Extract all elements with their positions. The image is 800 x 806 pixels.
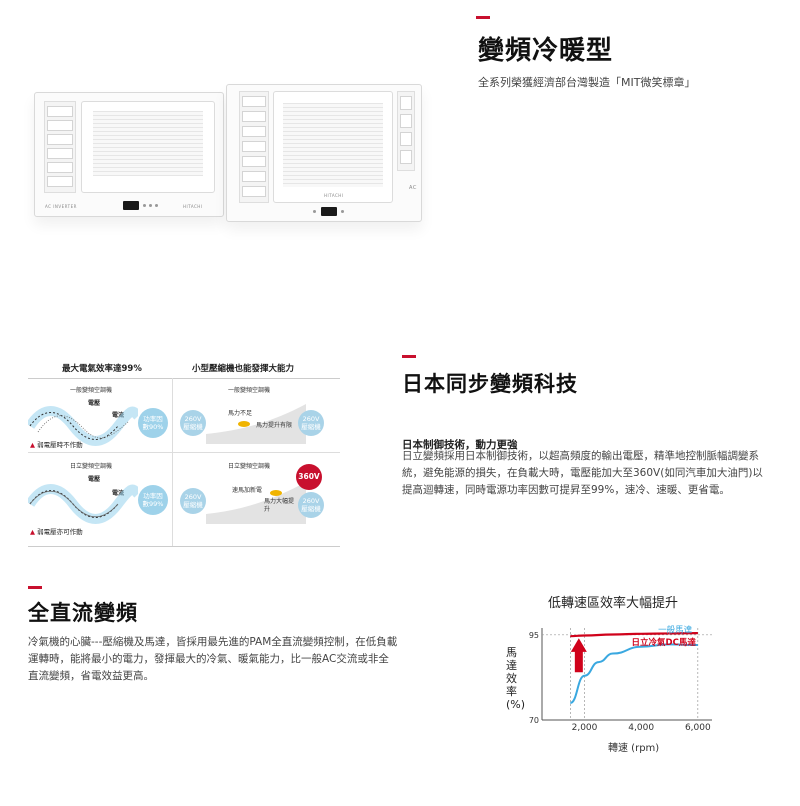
chart-y-tick-0: 70 — [529, 716, 539, 725]
warn-hitachi: ▲ 弱電壓亦可作動 — [30, 528, 83, 536]
efficiency-chart: 2,000 4,000 6,000 70 95 日立冷氣DC馬達 一般馬達 — [529, 624, 712, 733]
chart-y-tick-1: 95 — [529, 631, 539, 640]
ac-brand-center: HITACHI — [324, 193, 344, 198]
power-boost-label: 馬力大幅提升 — [264, 498, 295, 513]
chart-x-tick-1: 4,000 — [628, 723, 654, 733]
ac-side-vent — [44, 101, 76, 193]
compressor-260-general-right: 260V壓縮機 — [298, 410, 324, 436]
diagram-divider-bottom — [28, 546, 340, 547]
chart-x-tick-0: 2,000 — [572, 723, 598, 733]
ac-unit-left-image: AC INVERTER HITACHI — [34, 92, 224, 217]
compressor-260-label: 260V壓縮機 — [183, 415, 203, 431]
chart-series-label-0: 日立冷氣DC馬達 — [632, 637, 697, 648]
chart-ylabel-text: 馬達效率(%) — [506, 646, 526, 711]
general-label-right: 一般變頻空調機 — [228, 387, 271, 394]
wave-hitachi-graphic — [28, 484, 138, 524]
compressor-260b-label: 260V壓縮機 — [301, 415, 321, 431]
chart-improvement-arrow — [570, 638, 587, 673]
current-label: 電流 — [112, 412, 125, 419]
efficiency-hitachi-circle: 功率因數99% — [138, 485, 168, 515]
section2-paragraph: 日立變頻採用日本制御技術，以超高頻度的輸出電壓，精準地控制脈幅調變系統，避免能源… — [402, 450, 763, 496]
section2-title: 日本同步變頻科技 — [402, 372, 578, 396]
compressor-260-hitachi-left: 260V壓縮機 — [180, 488, 206, 514]
ac-brand-right: HITACHI — [183, 204, 203, 209]
voltage-label: 電壓 — [88, 400, 101, 407]
section1-subtitle: 全系列榮獲經濟部台灣製造「MIT微笑標章」 — [478, 76, 696, 89]
compressor-260-general-left: 260V壓縮機 — [180, 410, 206, 436]
ac-badge: AC — [409, 185, 417, 191]
compressor-260-hitachi-right: 260V壓縮機 — [298, 492, 324, 518]
efficiency-hitachi-label: 功率因數99% — [142, 492, 164, 508]
section2-para-title: 日本制御技術，動力更強 — [402, 439, 518, 451]
ac-side-vent — [239, 91, 269, 203]
chart-xlabel: 轉速 (rpm) — [608, 743, 660, 754]
chart-series-label-1: 一般馬達 — [658, 624, 693, 635]
ac-display — [321, 207, 337, 216]
hitachi-label-right: 日立變頻空調機 — [228, 463, 271, 470]
warn-general: ▲ 弱電壓時不作動 — [30, 441, 83, 449]
section1-title: 變頻冷暖型 — [478, 36, 614, 66]
chart-series-line-1 — [569, 643, 698, 704]
slope-hitachi-graphic — [206, 482, 306, 524]
compressor-260-label-2: 260V壓縮機 — [183, 493, 203, 509]
section1-accent-bar — [476, 16, 490, 19]
section3-accent-bar — [28, 586, 42, 589]
efficiency-general-label: 功率因數90% — [142, 415, 164, 431]
ac-unit-right-image: HITACHI AC — [226, 84, 422, 222]
compressor-260b-label-2: 260V壓縮機 — [301, 497, 321, 513]
warn-hitachi-text: 弱電壓亦可作動 — [37, 528, 83, 536]
diagram-col2-title: 小型壓縮機也能發揮大能力 — [192, 364, 295, 374]
voltage-label-2: 電壓 — [88, 476, 101, 483]
section3-title: 全直流變頻 — [28, 601, 138, 625]
hitachi-label-left: 日立變頻空調機 — [70, 463, 113, 470]
ac-brand-left: AC INVERTER — [45, 204, 77, 209]
chart-x-tick-2: 6,000 — [685, 723, 711, 733]
badge-360-label: 360V — [298, 472, 320, 481]
chart-title: 低轉速區效率大幅提升 — [548, 596, 679, 611]
general-label-left: 一般變頻空調機 — [70, 387, 113, 394]
power-steady-label: 速馬加新電 — [232, 487, 263, 494]
section3-paragraph: 冷氣機的心臟---壓縮機及馬達，皆採用最先進的PAM全直流變頻控制，在低負載運轉… — [28, 636, 398, 682]
current-label-2: 電流 — [112, 490, 125, 497]
wave-general-graphic — [28, 406, 138, 446]
chart-ylabel: 馬達效率(%) — [506, 646, 526, 711]
ac-display — [123, 201, 139, 210]
ac-front-grill: HITACHI — [273, 91, 393, 203]
efficiency-general-circle: 功率因數90% — [138, 408, 168, 438]
chart-series-line-0 — [570, 632, 698, 638]
ac-front-grill — [81, 101, 215, 193]
diagram-divider-mid — [28, 452, 340, 453]
badge-360-circle: 360V — [296, 464, 322, 490]
diagram-divider-top — [28, 378, 340, 379]
section2-accent-bar — [402, 355, 416, 358]
diagram-divider-vertical — [172, 378, 173, 546]
warn-general-text: 弱電壓時不作動 — [37, 441, 83, 449]
slope-general-graphic — [206, 404, 306, 444]
diagram-col1-title: 最大電氣效率達99% — [62, 364, 142, 374]
ac-side-vent-right — [397, 91, 415, 171]
lack-power-label: 馬力不足 — [228, 410, 253, 417]
power-limited-label: 馬力提升有限 — [256, 422, 293, 429]
